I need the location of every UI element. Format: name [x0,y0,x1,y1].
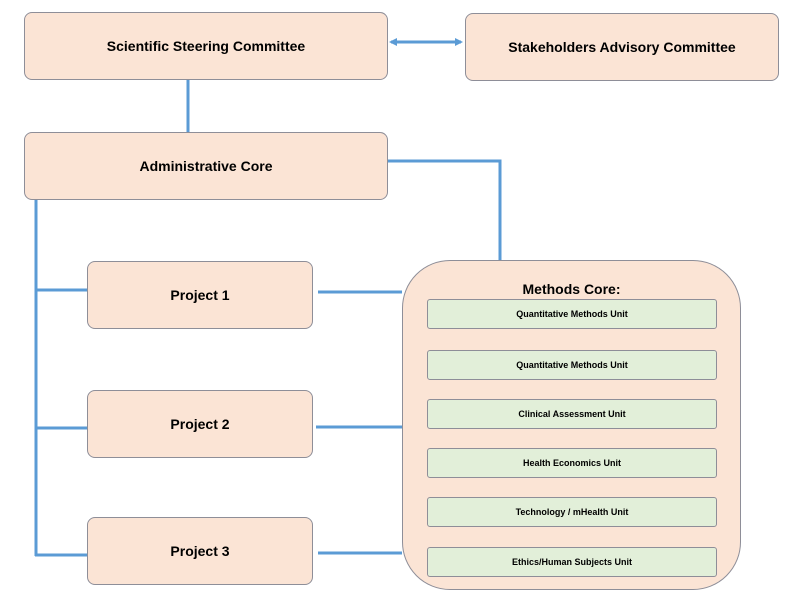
steering-committee-box: Scientific Steering Committee [24,12,388,80]
project-3-label: Project 3 [170,543,230,559]
methods-unit-4-label: Health Economics Unit [522,458,621,468]
methods-core-box: Methods Core: Quantitative Methods Unit … [402,260,741,590]
steering-committee-label: Scientific Steering Committee [106,38,306,54]
methods-unit-3: Clinical Assessment Unit [427,399,717,429]
methods-unit-4: Health Economics Unit [427,448,717,478]
methods-unit-5-label: Technology / mHealth Unit [515,507,629,517]
methods-core-title: Methods Core: [522,281,621,297]
admin-methods-connector [388,159,502,262]
methods-unit-2: Quantitative Methods Unit [427,350,717,380]
project-2-box: Project 2 [87,390,313,458]
administrative-core-label: Administrative Core [139,158,273,174]
methods-unit-5: Technology / mHealth Unit [427,497,717,527]
project-1-box: Project 1 [87,261,313,329]
administrative-core-box: Administrative Core [24,132,388,200]
methods-unit-2-label: Quantitative Methods Unit [516,360,628,370]
methods-unit-1: Quantitative Methods Unit [427,299,717,329]
methods-unit-3-label: Clinical Assessment Unit [518,409,626,419]
methods-unit-6: Ethics/Human Subjects Unit [427,547,717,577]
stakeholders-committee-label: Stakeholders Advisory Committee [508,39,736,55]
methods-unit-6-label: Ethics/Human Subjects Unit [511,557,633,567]
project-2-label: Project 2 [170,416,230,432]
methods-unit-1-label: Quantitative Methods Unit [516,309,628,319]
stakeholders-committee-box: Stakeholders Advisory Committee [465,13,779,81]
project-3-box: Project 3 [87,517,313,585]
project-1-label: Project 1 [170,287,230,303]
